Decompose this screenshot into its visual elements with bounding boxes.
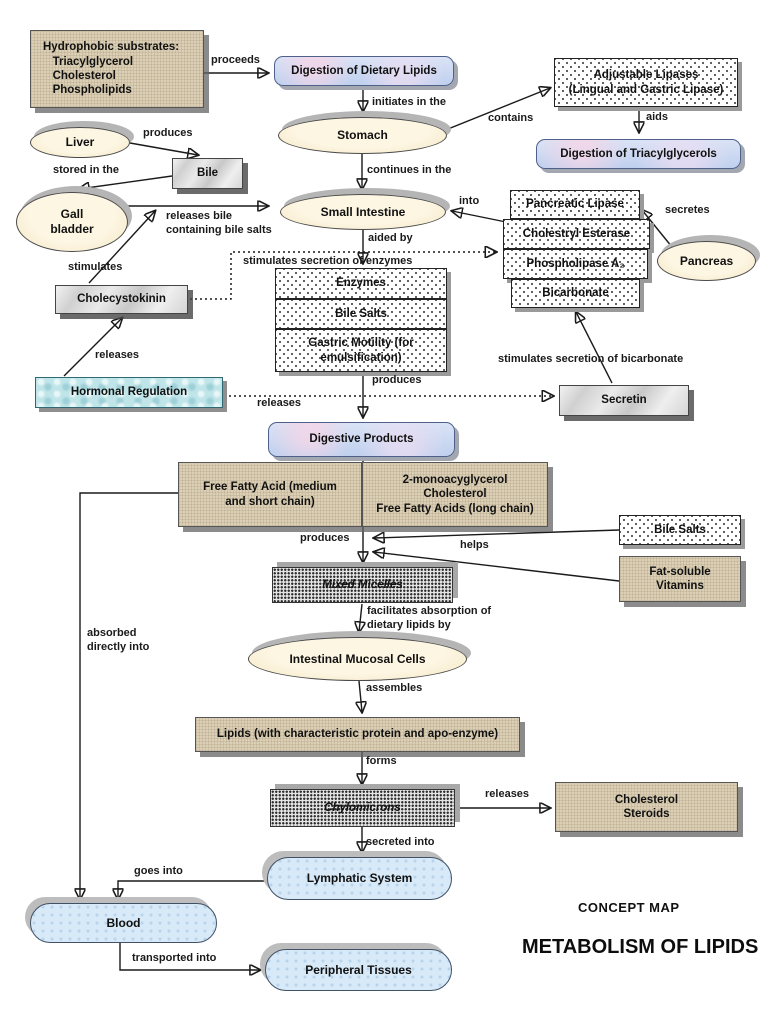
node-monoacylglycerol-cholesterol-ffa: 2-monoacyglycerol Cholesterol Free Fatty…	[362, 462, 548, 527]
arrow-stim-bicarbonate	[576, 312, 613, 384]
edge-label-goes-into: goes into	[134, 865, 183, 877]
edge-label-stored-in-the: stored in the	[53, 164, 120, 176]
node-small-intestine: Small Intestine	[280, 194, 446, 230]
node-peripheral-tissues: Peripheral Tissues	[265, 949, 452, 991]
edge-label-releases-cck: releases	[95, 349, 140, 361]
node-liver: Liver	[30, 127, 130, 158]
node-digestion-triacylglycerols: Digestion of Triacylglycerols	[536, 139, 741, 169]
concept-map-kicker: CONCEPT MAP	[578, 900, 680, 915]
node-bile-salts: Bile Salts	[619, 515, 741, 545]
page-title: METABOLISM OF LIPIDS	[522, 936, 759, 958]
node-phospholipase-a2: Phospholipase A₂	[503, 249, 648, 279]
node-enzymes: Enzymes	[275, 268, 447, 299]
edge-label-stimulates-secretion-bicarbonate: stimulates secretion of bicarbonate	[498, 353, 684, 365]
node-lipids-protein-apoenzyme: Lipids (with characteristic protein and …	[195, 717, 520, 752]
node-cholecystokinin: Cholecystokinin	[55, 285, 188, 314]
edge-label-continues-in-the: continues in the	[367, 164, 452, 176]
arrow-secretes	[642, 210, 673, 248]
edge-label-releases-secretin: releases	[257, 397, 302, 409]
node-mixed-micelles: Mixed Micelles	[272, 567, 453, 603]
node-lymphatic-system: Lymphatic System	[267, 857, 452, 900]
node-stomach: Stomach	[278, 117, 447, 154]
node-bicarbonate: Bicarbonate	[511, 279, 640, 308]
node-pancreatic-lipase: Pancreatic Lipase	[510, 190, 640, 219]
edge-label-stimulates: stimulates	[68, 261, 123, 273]
node-chylomicrons: Chylomicrons	[270, 789, 455, 827]
edge-label-produces-bile: produces	[143, 127, 193, 139]
arrow-assembles	[359, 680, 362, 712]
node-blood: Blood	[30, 903, 217, 943]
node-cholestryl-esterase: Cholestryl Esterase	[503, 219, 650, 249]
edge-label-initiates-in-the: initiates in the	[372, 96, 446, 108]
node-cholesterol-steroids: Cholesterol Steroids	[555, 782, 738, 832]
arrow-stimulates	[88, 211, 155, 284]
node-digestive-products: Digestive Products	[268, 422, 455, 457]
node-gall-bladder: Gall bladder	[16, 192, 128, 252]
arrow-liver-produces	[129, 142, 198, 155]
arrow-vitamins-helps	[374, 552, 620, 582]
edge-label-releases-bile: releases bile containing bile salts	[166, 210, 272, 237]
edge-label-forms: forms	[366, 755, 397, 767]
edge-label-absorbed-directly-into: absorbed directly into	[87, 627, 150, 654]
edge-label-transported-into: transported into	[132, 952, 217, 964]
node-intestinal-mucosal-cells: Intestinal Mucosal Cells	[248, 637, 467, 681]
node-secretin: Secretin	[559, 385, 689, 416]
node-bile-salts-enzyme-stack: Bile Salts	[275, 299, 447, 329]
node-fat-soluble-vitamins: Fat-soluble Vitamins	[619, 556, 741, 602]
edge-label-facilitates-absorption: facilitates absorption of dietary lipids…	[367, 605, 492, 632]
arrow-facilitates	[359, 603, 362, 632]
node-pancreas: Pancreas	[657, 241, 756, 281]
node-hormonal-regulation: Hormonal Regulation	[35, 377, 223, 408]
edge-label-produces-digestive: produces	[372, 374, 422, 386]
edge-label-secretes: secretes	[665, 204, 710, 216]
arrow-releases-cck	[63, 318, 122, 377]
arrow-contains	[447, 88, 550, 130]
node-gastric-motility: Gastric Motility (for emulsification)	[275, 329, 447, 372]
edge-label-produces-micelles: produces	[300, 532, 350, 544]
arrow-bile-salts-helps	[374, 529, 620, 538]
edge-label-secreted-into: secreted into	[366, 836, 435, 848]
arrow-transported-into	[119, 943, 260, 970]
node-bile: Bile	[172, 158, 243, 189]
edge-label-aided-by: aided by	[368, 232, 413, 244]
edge-label-releases-chylo: releases	[485, 788, 530, 800]
edge-label-contains: contains	[488, 112, 534, 124]
arrow-goes-into	[118, 880, 267, 899]
edge-label-helps: helps	[460, 539, 489, 551]
node-free-fatty-acid-medium-short: Free Fatty Acid (medium and short chain)	[178, 462, 362, 527]
edge-label-proceeds: proceeds	[211, 54, 260, 66]
node-hydrophobic-substrates: Hydrophobic substrates: Triacylglycerol …	[30, 30, 204, 108]
arrow-absorbed-directly	[80, 492, 178, 899]
edge-label-aids: aids	[646, 111, 669, 123]
node-adjustable-lipases: Adjustable Lipases (Lingual and Gastric …	[554, 58, 738, 107]
edge-label-into: into	[459, 195, 480, 207]
edge-label-assembles: assembles	[366, 682, 423, 694]
arrow-into	[452, 211, 507, 223]
arrow-stored-in	[79, 175, 173, 189]
node-digestion-dietary-lipids: Digestion of Dietary Lipids	[274, 56, 454, 86]
edge-label-stimulates-secretion-enzymes: stimulates secretion of enzymes	[243, 255, 413, 267]
